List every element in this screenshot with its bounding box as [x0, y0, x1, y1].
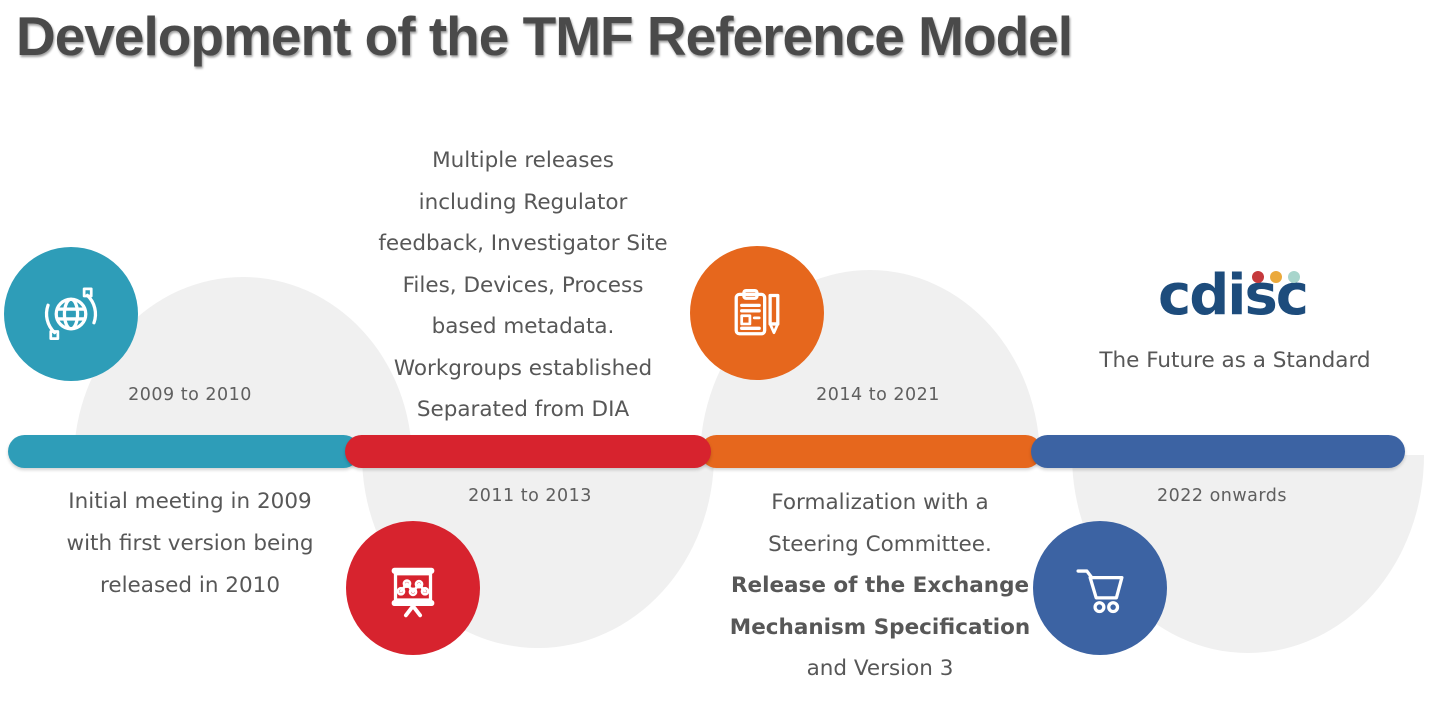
text-line: released in 2010 — [99, 573, 281, 598]
timeline-bar-segment-2011-2013 — [345, 435, 711, 468]
text-line: Mechanism Specification — [729, 614, 1031, 640]
text-line: Formalization with a — [771, 490, 989, 515]
presentation-chart-icon — [391, 567, 435, 618]
period-label-2011-2013: 2011 to 2013 — [468, 486, 592, 506]
text-line: Multiple releases — [432, 148, 614, 173]
text-line: Separated from DIA — [416, 397, 630, 422]
milestone-circle-2011 — [346, 521, 480, 655]
text-line: based metadata. — [431, 314, 615, 339]
description-2011-2013: Multiple releases including Regulator feed… — [353, 140, 693, 431]
timeline-bar-segment-2014-2021 — [700, 435, 1042, 468]
timeline-bar-segment-2009-2010 — [8, 435, 360, 468]
cdisc-logo-dot-teal — [1288, 271, 1300, 283]
cdisc-logo-dot-red — [1252, 271, 1264, 283]
period-label-2022-onwards: 2022 onwards — [1156, 486, 1288, 506]
timeline-bar-segment-2022-onwards — [1031, 435, 1405, 468]
description-2014-2021: Formalization with a Steering Committee. R… — [700, 482, 1060, 690]
shopping-cart-icon — [1076, 569, 1124, 614]
text-line: Initial meeting in 2009 — [68, 489, 312, 514]
cdisc-logo: cdisc — [1158, 265, 1328, 329]
text-line: feedback, Investigator Site — [378, 231, 668, 256]
text-line: with first version being — [66, 531, 314, 556]
globe-sync-icon — [44, 287, 98, 340]
text-line: Steering Committee. — [768, 531, 992, 557]
text-line: including Regulator — [418, 189, 628, 215]
cdisc-tagline: The Future as a Standard — [1099, 348, 1371, 373]
period-label-2014-2021: 2014 to 2021 — [816, 385, 940, 405]
text-line: Workgroups established — [393, 355, 653, 381]
milestone-circle-2014 — [690, 246, 824, 380]
clipboard-pencil-icon — [734, 288, 780, 336]
milestone-circle-2022 — [1033, 521, 1167, 655]
cdisc-logo-dot-amber — [1270, 271, 1282, 283]
period-label-2009-2010: 2009 to 2010 — [128, 385, 252, 405]
text-line: and Version 3 — [806, 656, 954, 681]
description-2009-2010: Initial meeting in 2009 with first versio… — [20, 481, 360, 607]
text-line: Files, Devices, Process — [402, 272, 644, 298]
cdisc-logo-text: cdisc — [1158, 263, 1309, 328]
text-line: Release of the Exchange — [730, 573, 1030, 598]
milestone-circle-2009 — [4, 247, 138, 381]
page-title: Development of the TMF Reference Model — [16, 5, 1073, 67]
